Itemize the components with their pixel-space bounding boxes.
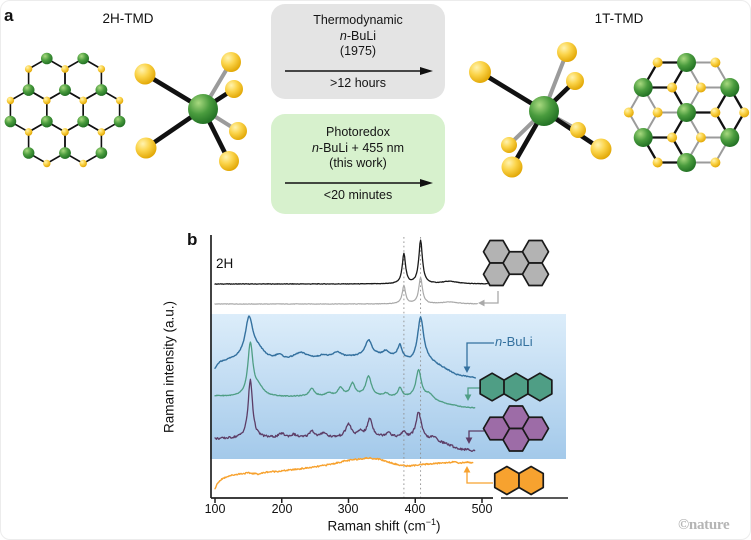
thermo-box: Thermodynamic n-BuLi (1975) >12 hours — [271, 4, 445, 99]
x-axis-label-sup: −1 — [425, 517, 437, 527]
panel-b-label: b — [187, 230, 198, 249]
panel-a-label: a — [4, 6, 14, 25]
x-tick-label: 500 — [471, 502, 493, 516]
photo-line2-italic: n — [311, 140, 319, 155]
molecule-2h-ballstick-icon — [134, 52, 247, 171]
x-axis-label-close: ) — [436, 518, 441, 534]
x-tick-label: 100 — [204, 502, 226, 516]
title-2h-tmd: 2H-TMD — [102, 11, 154, 26]
photo-duration: <20 minutes — [323, 187, 393, 202]
anthracene-icon — [479, 372, 553, 402]
thermo-line1: Thermodynamic — [313, 13, 403, 27]
nbuli-label: n-BuLi — [495, 334, 533, 349]
thermo-duration: >12 hours — [330, 75, 386, 90]
thermo-line2: n-BuLi — [271, 29, 445, 45]
nature-watermark: ©nature — [678, 517, 730, 533]
raman-chart — [210, 235, 568, 503]
pyrene-icon — [482, 405, 550, 452]
thermo-line2-italic: n — [339, 28, 347, 43]
nbuli-label-italic: n — [495, 334, 503, 349]
naphthalene-icon — [493, 465, 545, 496]
x-tick-label: 300 — [337, 502, 359, 516]
y-axis-label: Raman intensity (a.u.) — [161, 300, 177, 434]
x-axis-label-text: Raman shift (cm — [327, 518, 426, 534]
lattice-1t-icon — [623, 53, 750, 172]
x-axis-label: Raman shift (cm−1) — [327, 517, 440, 534]
perylene-icon — [482, 239, 550, 287]
photo-line2-rest: -BuLi + 455 nm — [318, 140, 405, 155]
photo-line2: n-BuLi + 455 nm — [271, 141, 445, 157]
thermo-line3: (1975) — [339, 44, 377, 58]
molecule-1t-ballstick-icon — [469, 42, 612, 178]
trace-label-2h: 2H — [216, 256, 234, 271]
x-tick-label: 200 — [271, 502, 293, 516]
title-1t-tmd: 1T-TMD — [594, 11, 644, 26]
photo-line3: (this work) — [329, 156, 387, 170]
photo-line1: Photoredox — [326, 125, 390, 139]
x-tick-label: 400 — [404, 502, 426, 516]
lattice-2h-icon — [4, 52, 126, 168]
thermo-line2-rest: -BuLi — [346, 28, 377, 43]
reaction-arrow-icon — [285, 66, 433, 75]
photoredox-box: Photoredox n-BuLi + 455 nm (this work) <… — [271, 114, 445, 214]
reaction-arrow-icon — [285, 178, 433, 187]
nbuli-label-rest: -BuLi — [502, 334, 533, 349]
